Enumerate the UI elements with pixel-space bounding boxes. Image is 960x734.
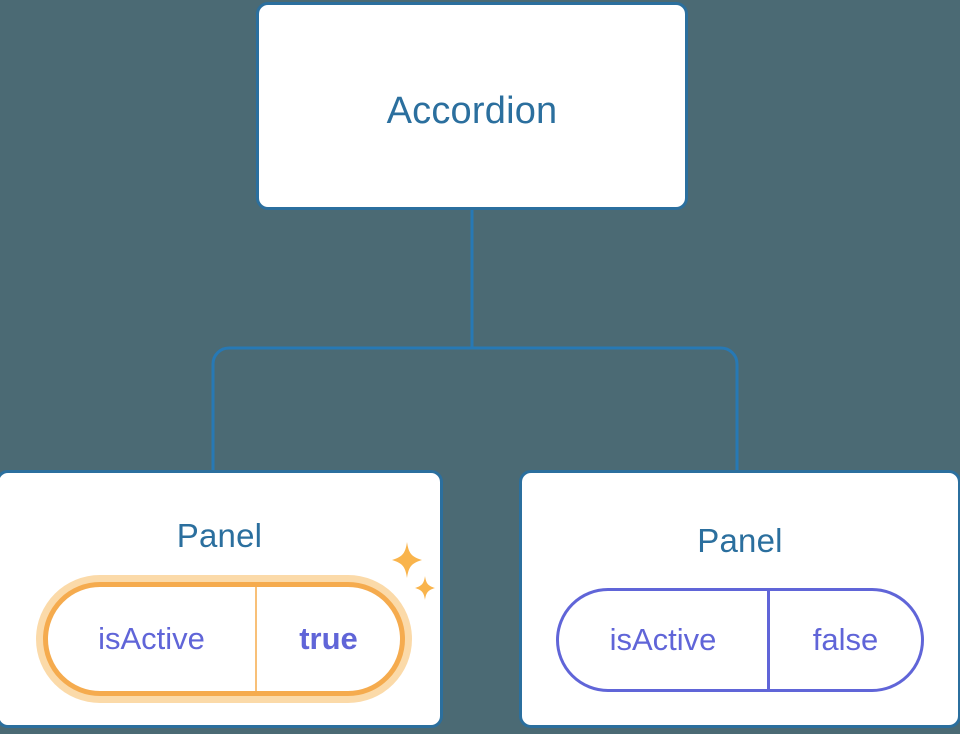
node-title-accordion: Accordion	[386, 90, 558, 132]
node-title-panel-inactive: Panel	[697, 522, 783, 559]
prop-value-false: false	[812, 622, 879, 657]
prop-pill-isactive-true[interactable]: isActive true	[43, 582, 405, 696]
prop-key-isactive: isActive	[559, 591, 770, 689]
connector-branch-to-right-panel	[472, 346, 739, 472]
prop-value-true: true	[299, 621, 358, 656]
node-title-panel-active: Panel	[176, 517, 263, 554]
connector-branch-to-left-panel	[211, 346, 472, 472]
prop-key-isactive: isActive	[48, 587, 257, 691]
tree-node-accordion[interactable]: Accordion	[256, 2, 688, 210]
prop-pill-isactive-false[interactable]: isActive false	[556, 588, 924, 692]
